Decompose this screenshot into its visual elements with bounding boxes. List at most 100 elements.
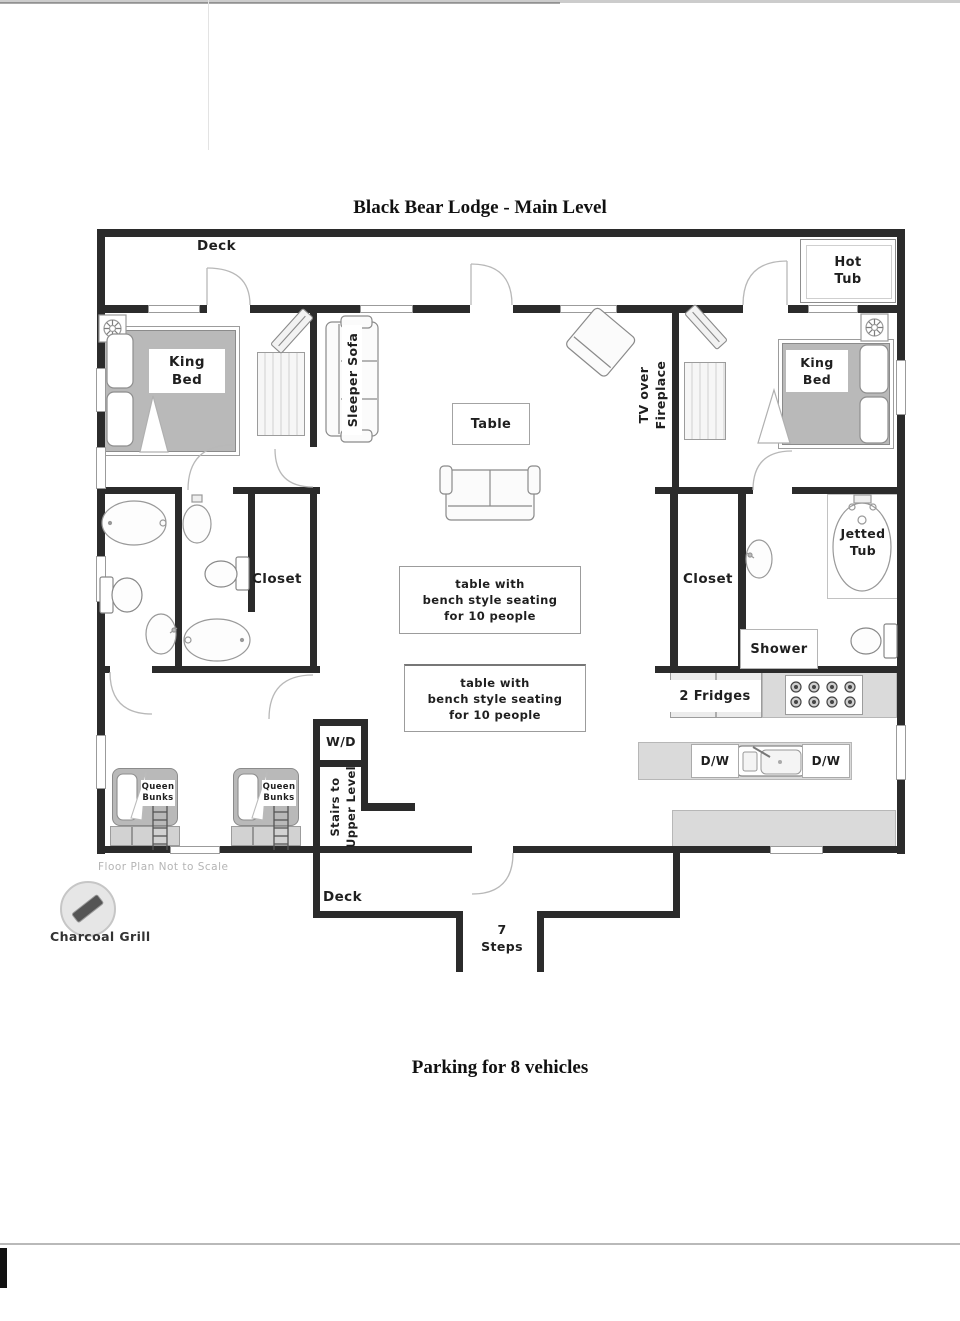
shower-label: Shower [740,629,818,669]
window [770,846,823,854]
page-title: Black Bear Lodge - Main Level [353,197,607,218]
jetted-tub-shape [832,494,892,592]
dining-table-1: table with bench style seating for 10 pe… [399,566,581,634]
closet-left-label: Closet [252,571,302,587]
wall-closet-right-east [738,494,746,672]
scan-artifact-top2 [0,2,560,4]
tv-over-fireplace-label: TV over Fireplace [634,349,670,441]
queen-bunks-2-label: Queen Bunks [262,780,296,806]
sleeper-sofa-label: Sleeper Sofa [342,325,362,435]
table-label: Table [452,403,530,445]
wall-outer-right [897,229,905,854]
window [360,305,413,313]
dresser-right [684,362,726,440]
window [170,846,220,854]
bed-pillows [106,333,889,453]
corner-cabinet-shape [685,304,727,350]
door-opening [207,305,250,313]
jetted-tub-label: Jetted Tub [840,526,886,558]
wall-deck-bottom-left [313,911,463,918]
queen-bunks-1-label: Queen Bunks [141,780,175,806]
hot-tub: Hot Tub [800,239,896,303]
window [96,447,106,489]
wall-bedroom2-west [672,305,679,487]
window [560,305,617,313]
window [96,735,106,789]
wall-bath-south-a [97,666,110,673]
scan-artifact-bottom [0,1243,960,1245]
wall-south-b [220,846,472,853]
deck-top-label: Deck [197,238,236,254]
bunk-ladders [131,806,289,850]
scan-artifact-top [0,0,960,3]
wall-steps-right [537,911,544,972]
wall-closet-left-east [310,487,317,668]
seven-steps-label: 7 Steps [481,922,523,954]
ceiling-fan-icon [860,313,889,342]
dishwasher-right-label: D/W [802,744,850,778]
king-bed-left-label: King Bed [149,349,225,393]
fridges-label: 2 Fridges [669,680,761,712]
charcoal-grill-label: Charcoal Grill [50,929,151,944]
wall-closet-left-west [248,494,255,612]
wall-wd-bottom [313,760,368,767]
corner-cabinet-shape [271,308,313,354]
bathtub-shape [183,618,251,662]
deck-bottom-label: Deck [323,889,362,905]
wall-wd-left [313,719,320,846]
wall-bath-south-b [152,666,320,673]
wall-bath-divider [175,487,182,668]
bathtub-shape [101,500,167,546]
charcoal-grill-icon [60,881,116,937]
sink-shape [145,613,178,655]
sink-shape [745,539,773,579]
window [148,305,200,313]
wall-deck-bottom-right [537,911,680,918]
dishwasher-left-label: D/W [691,744,739,778]
stairs-label: Stairs to Upper Level [328,765,358,849]
wall-deck-right [673,853,680,918]
sofa-shape [439,465,541,521]
scan-artifact-blob [0,1248,7,1288]
wall-bedroom2-south-b [792,487,898,494]
sink-shape [182,494,212,544]
wall-kitchen-north [655,666,905,673]
wall-stair-stub [361,803,415,811]
hot-tub-inner-line [806,245,892,299]
queen-bunk-1-rail [110,826,180,846]
door-opening [470,305,513,313]
wall-steps-left [456,911,463,972]
door-arcs [109,260,793,895]
stove-burners [790,681,856,708]
wall-outer-left [97,229,105,854]
wall-outer-top [97,229,905,237]
wall-bedroom1-south-a [97,487,175,494]
wall-wd-top [313,719,368,726]
wall-south-d [823,846,905,853]
wall-south-c [513,846,770,853]
toilet-shape [204,556,250,591]
scan-artifact-streak [208,0,209,150]
queen-bunk-2-rail [231,826,301,846]
scale-note: Floor Plan Not to Scale [98,861,229,873]
king-bed-right-label: King Bed [786,350,848,392]
closet-right-label: Closet [683,571,733,587]
dining-table-2: table with bench style seating for 10 pe… [404,664,586,732]
wall-bedroom1-east [310,305,317,447]
wall-bedroom1-south-b [233,487,320,494]
wall-closet-right-west [670,494,678,672]
dresser-left [257,352,305,436]
armchair-shape [566,307,636,377]
toilet-shape [99,576,143,614]
toilet-shape [850,623,898,659]
bunk-pillows [116,771,268,821]
window [896,725,906,780]
wall-bedroom2-south-a [655,487,753,494]
window [896,360,906,415]
kitchen-counter-bottom [672,810,896,847]
kitchen-sink-shape [736,745,806,777]
door-opening [743,305,788,313]
window [96,368,106,412]
wall-south-a [97,846,170,853]
